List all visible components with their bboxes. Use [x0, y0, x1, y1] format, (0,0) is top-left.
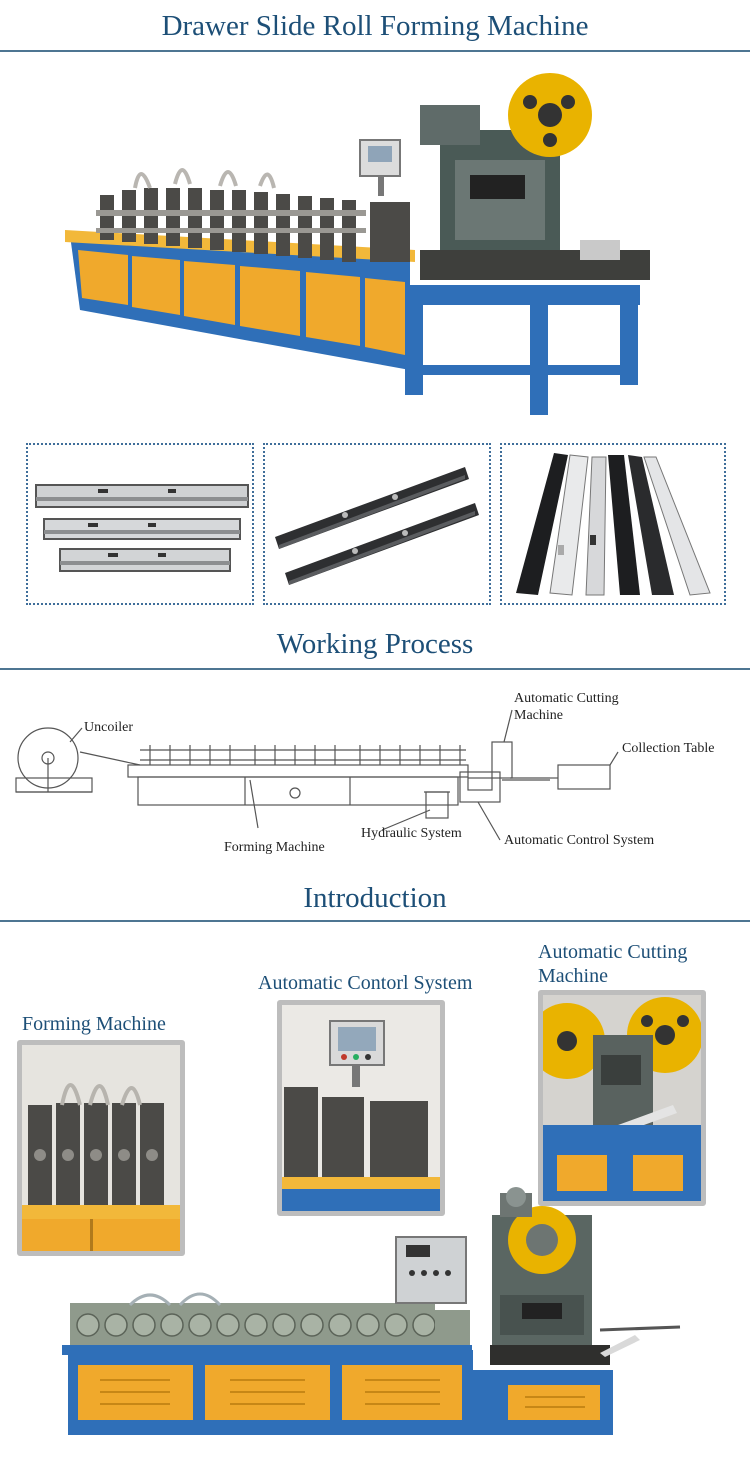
intro-label-cutting-line2: Machine [538, 965, 608, 987]
intro-label-control: Automatic Contorl System [258, 972, 473, 994]
control-system-detail-photo [277, 1000, 445, 1216]
introduction-divider [0, 920, 750, 922]
process-diagram [10, 690, 740, 860]
intro-label-forming: Forming Machine [22, 1013, 166, 1035]
working-process-title: Working Process [276, 628, 474, 660]
cutting-machine-detail-photo [538, 990, 706, 1206]
full-machine-photo [60, 1185, 690, 1445]
main-machine-photo [60, 70, 660, 425]
label-cutting-line2: Machine [514, 708, 563, 723]
product-photo-2 [263, 443, 491, 605]
introduction-title: Introduction [303, 882, 447, 914]
title-divider [0, 50, 750, 52]
label-hydraulic-system: Hydraulic System [361, 826, 462, 841]
page-title: Drawer Slide Roll Forming Machine [161, 10, 589, 42]
label-uncoiler: Uncoiler [84, 720, 133, 735]
label-forming-machine: Forming Machine [224, 840, 325, 855]
intro-label-cutting-line1: Automatic Cutting [538, 941, 688, 963]
label-control-system: Automatic Control System [504, 833, 655, 848]
label-collection-table: Collection Table [622, 741, 715, 756]
forming-machine-detail-photo [17, 1040, 185, 1256]
working-process-divider [0, 668, 750, 670]
label-cutting-line1: Automatic Cutting [514, 691, 619, 706]
product-photo-3 [500, 443, 726, 605]
product-photo-1 [26, 443, 254, 605]
